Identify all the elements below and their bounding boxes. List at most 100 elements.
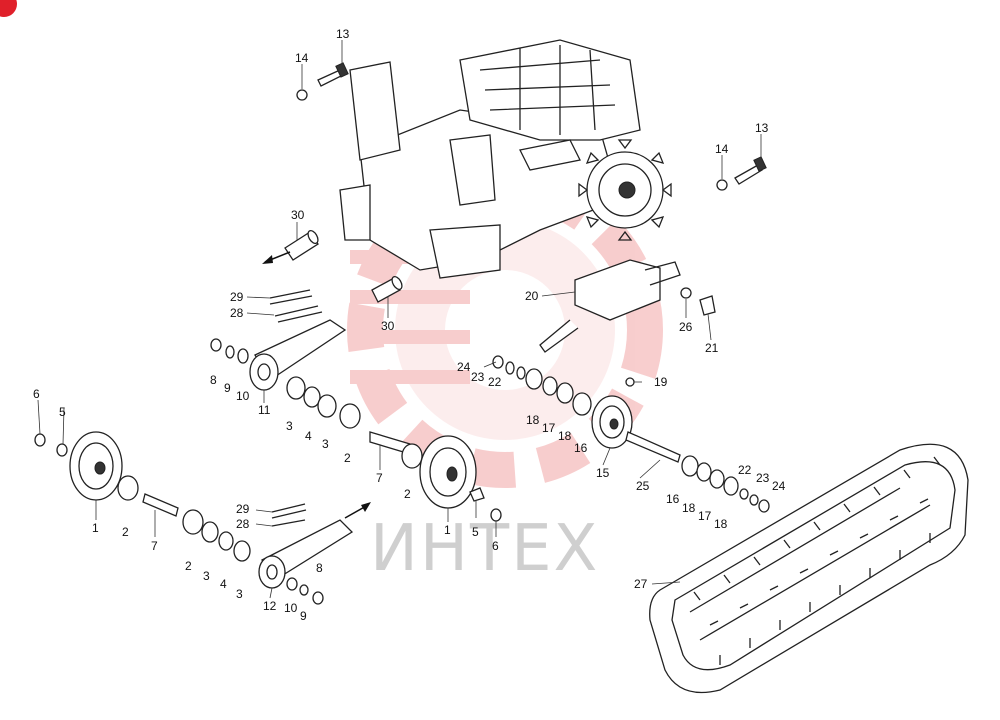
callout-3: 3 <box>203 569 210 583</box>
callout-25: 25 <box>636 479 650 493</box>
nut-8-lower <box>312 591 324 605</box>
shims-29-28-lower <box>271 503 307 527</box>
washer-5-left <box>56 443 68 457</box>
pin-30-upper <box>284 229 319 261</box>
callout-3: 3 <box>236 587 243 601</box>
shaft-7-left <box>142 493 179 517</box>
arm-11 <box>249 319 347 391</box>
callout-29: 29 <box>230 290 244 304</box>
bracket-20 <box>539 259 681 353</box>
spacer-17-upper <box>542 376 558 396</box>
callout-18: 18 <box>714 517 728 531</box>
pin-30-lower <box>371 275 403 303</box>
callout-22: 22 <box>738 463 752 477</box>
rubber-track-27 <box>649 443 969 694</box>
callout-5: 5 <box>59 405 66 419</box>
direction-arrowhead-upper <box>262 255 273 264</box>
nut-24-lower <box>758 499 770 513</box>
washer-23-upper <box>505 361 515 375</box>
callout-6: 6 <box>492 539 499 553</box>
callout-27: 27 <box>634 577 648 591</box>
callout-6: 6 <box>33 387 40 401</box>
seal-16-upper <box>572 392 592 416</box>
idler-wheel-1-right <box>419 435 477 509</box>
nut-6-right <box>490 508 502 522</box>
seal-16-lower <box>681 455 699 477</box>
bolt-21 <box>699 295 716 316</box>
callout-7: 7 <box>376 471 383 485</box>
callout-16: 16 <box>666 492 680 506</box>
washer-26 <box>680 287 692 299</box>
bearing-18-lower-b <box>723 476 739 496</box>
callout-17: 17 <box>542 421 556 435</box>
bearing-18-lower-a <box>696 462 712 482</box>
callout-23: 23 <box>471 370 485 384</box>
bearing-3-lower-a <box>201 521 219 543</box>
callout-3: 3 <box>286 419 293 433</box>
callout-1: 1 <box>444 523 451 537</box>
seal-2-left <box>117 475 139 501</box>
spacer-17-lower <box>709 469 725 489</box>
callout-14: 14 <box>295 51 309 65</box>
arm-12 <box>258 519 354 589</box>
callout-19: 19 <box>654 375 668 389</box>
seal-2-upper-b <box>401 443 423 469</box>
washer-9-upper <box>225 345 235 359</box>
callout-30: 30 <box>291 208 305 222</box>
seal-2-upper <box>339 403 361 429</box>
callout-4: 4 <box>220 577 227 591</box>
nut-8-upper <box>210 338 222 352</box>
callout-3: 3 <box>322 437 329 451</box>
callout-23: 23 <box>756 471 770 485</box>
callout-17: 17 <box>698 509 712 523</box>
corner-red-dot <box>0 0 17 17</box>
direction-arrowhead-lower <box>361 502 371 512</box>
bearing-3-upper-b <box>317 394 337 418</box>
callout-29: 29 <box>236 502 250 516</box>
callout-8: 8 <box>210 373 217 387</box>
callout-12: 12 <box>263 599 277 613</box>
callout-2: 2 <box>344 451 351 465</box>
watermark-text: ИНТЕХ <box>370 512 599 586</box>
callout-2: 2 <box>185 559 192 573</box>
shims-29-28-upper <box>269 289 323 323</box>
washer-10-upper <box>237 348 249 364</box>
callout-18: 18 <box>682 501 696 515</box>
spacer-4-upper <box>303 386 321 408</box>
bearing-18-upper-a <box>525 368 543 390</box>
washer-22-lower <box>739 488 749 500</box>
seal-2-lower <box>182 509 204 535</box>
callout-18: 18 <box>558 429 572 443</box>
callout-28: 28 <box>236 517 250 531</box>
bearing-18-upper-b <box>556 382 574 404</box>
washer-14-left <box>296 89 308 101</box>
bolt-13-left <box>317 62 349 87</box>
callout-20: 20 <box>525 289 539 303</box>
spacer-4-lower <box>218 531 234 551</box>
main-frame-assembly <box>339 39 672 279</box>
callout-9: 9 <box>300 609 307 623</box>
callout-22: 22 <box>488 375 502 389</box>
callout-2: 2 <box>404 487 411 501</box>
callout-labels: 13 14 13 14 30 30 29 28 20 26 21 24 23 2… <box>33 27 786 623</box>
callout-10: 10 <box>236 389 250 403</box>
washer-22-upper <box>516 366 526 380</box>
callout-8: 8 <box>316 561 323 575</box>
washer-9-lower <box>299 584 309 596</box>
nut-8-left <box>34 433 46 447</box>
callout-13: 13 <box>755 121 769 135</box>
leader-lines <box>37 40 762 599</box>
bolt-5-right <box>469 487 485 502</box>
washer-14-right <box>716 179 728 191</box>
callout-5: 5 <box>472 525 479 539</box>
callout-26: 26 <box>679 320 693 334</box>
callout-16: 16 <box>574 441 588 455</box>
callout-15: 15 <box>596 466 610 480</box>
callout-24: 24 <box>772 479 786 493</box>
callout-24: 24 <box>457 360 471 374</box>
front-idler-15 <box>591 395 633 449</box>
callout-18: 18 <box>526 413 540 427</box>
bolt-13-right <box>734 156 767 185</box>
callout-1: 1 <box>92 521 99 535</box>
